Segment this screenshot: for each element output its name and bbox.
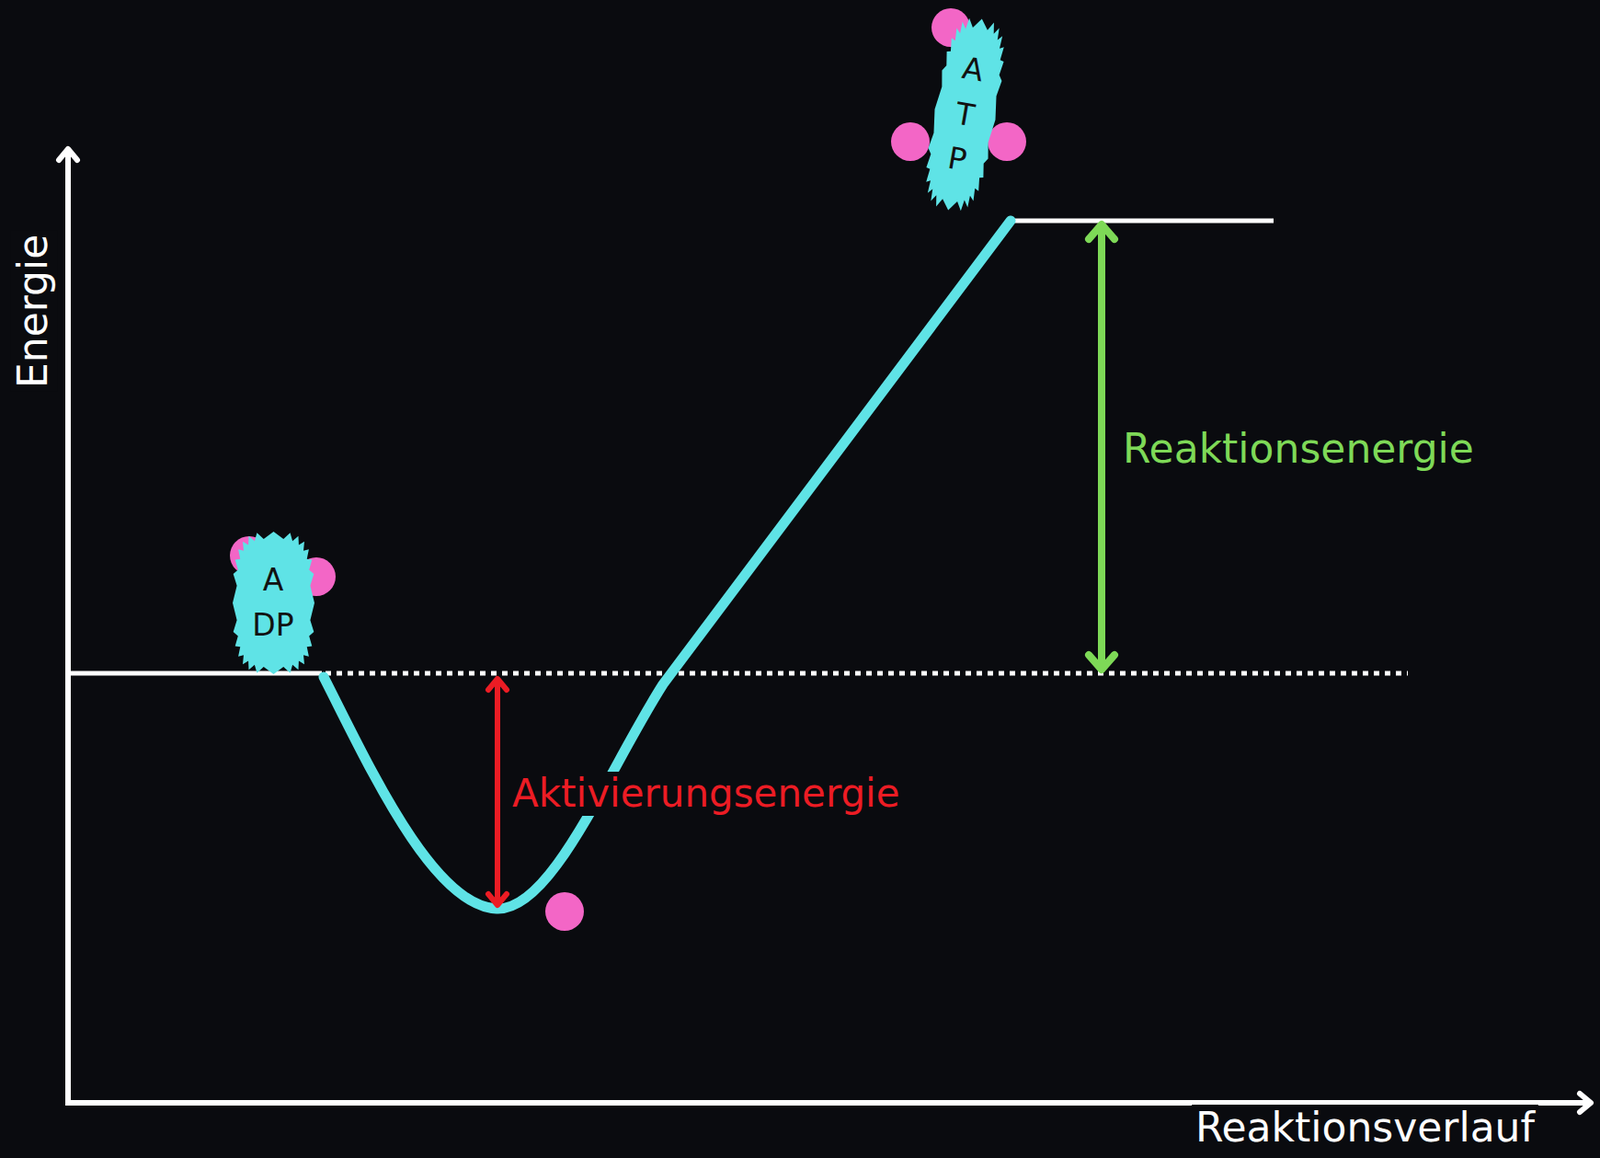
axis-arrowhead bbox=[1579, 1093, 1591, 1112]
axis-title: Energie bbox=[11, 229, 58, 391]
reaction-energy-arrow bbox=[1097, 224, 1106, 670]
arrowhead bbox=[1088, 224, 1115, 670]
arrowhead bbox=[488, 678, 507, 905]
blob-shape bbox=[917, 12, 1013, 215]
reaction-curve bbox=[323, 220, 1011, 909]
energy-label: Reaktionsenergie bbox=[1119, 425, 1478, 473]
molecule-name: A DP bbox=[247, 557, 299, 649]
phosphate-dot bbox=[545, 891, 584, 931]
phosphate-dot bbox=[891, 122, 930, 161]
axis-arrowhead bbox=[58, 148, 78, 160]
reference-level bbox=[325, 671, 1408, 676]
blob-shape bbox=[232, 531, 315, 675]
end-level bbox=[1010, 218, 1274, 224]
energy-label: Aktivierungsenergie bbox=[508, 771, 904, 816]
blob-outline bbox=[232, 531, 315, 675]
molecule-blob: A DP bbox=[232, 531, 315, 675]
molecule-blob: A T P bbox=[917, 12, 1013, 215]
start-level bbox=[68, 671, 322, 676]
y-axis bbox=[65, 148, 71, 1103]
phosphate-dot bbox=[987, 122, 1027, 161]
activation-arrow bbox=[494, 680, 501, 903]
axis-title: Reaktionsverlauf bbox=[1191, 1104, 1539, 1152]
